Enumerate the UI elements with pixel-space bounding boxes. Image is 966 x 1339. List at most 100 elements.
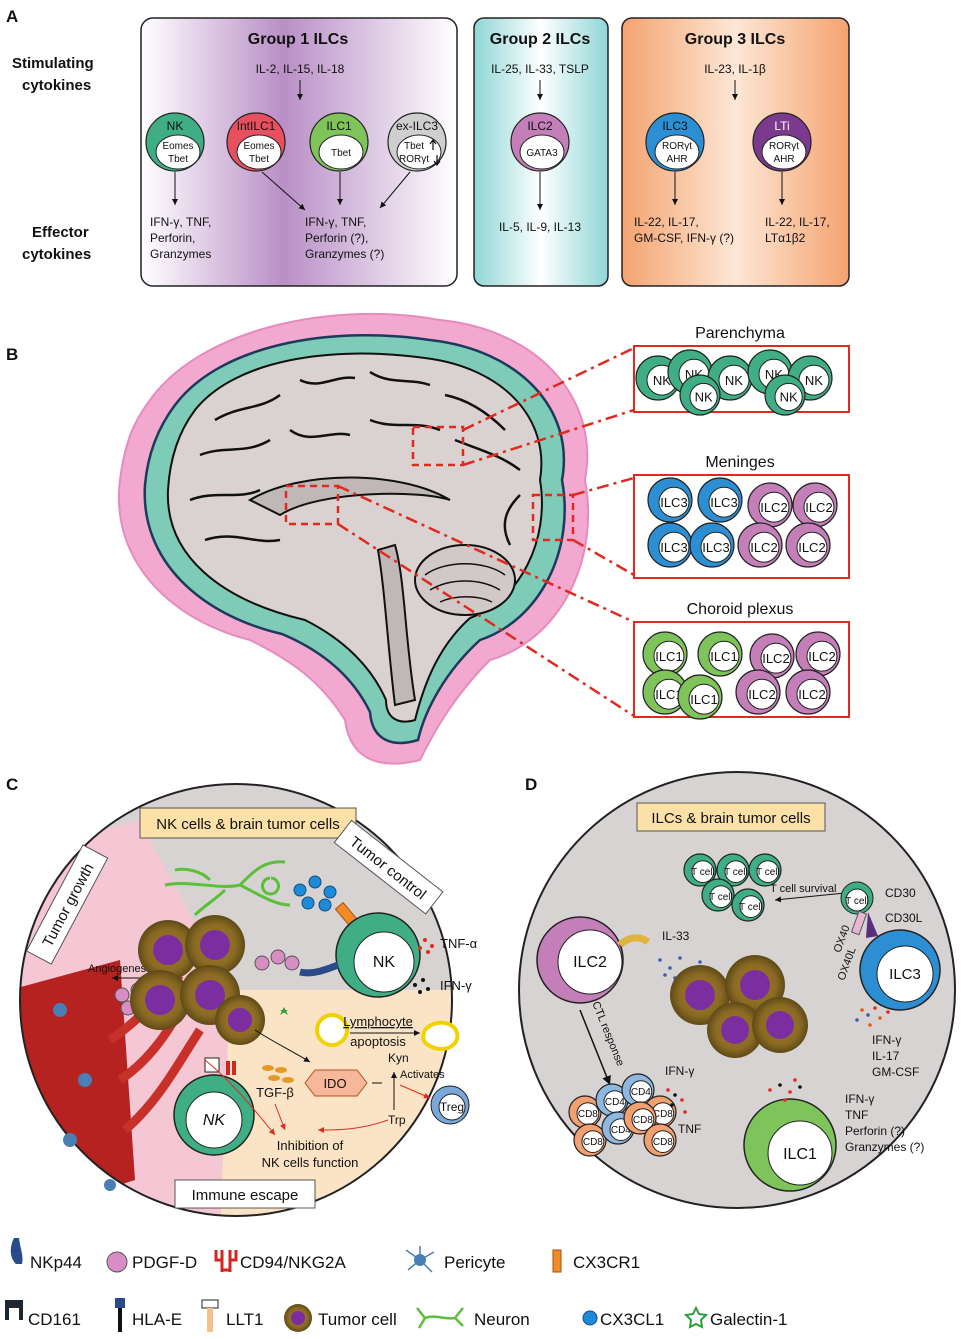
hlae-icon xyxy=(115,1298,125,1332)
meninges-ilc3-cell-label: ILC3 xyxy=(710,495,737,510)
stimulating-label-2: cytokines xyxy=(22,77,91,94)
ilc3-tf2: AHR xyxy=(666,154,687,165)
tcell: T cell xyxy=(748,853,782,887)
cd94-icon xyxy=(214,1250,238,1272)
legend-hlae: HLA-E xyxy=(132,1310,182,1329)
meninges-ilc3-cell: ILC3 xyxy=(647,522,693,568)
panel-a-label: A xyxy=(6,7,18,26)
panel-a: A Stimulating cytokines Effector cytokin… xyxy=(6,7,850,287)
cd-cell: CD8 xyxy=(568,1095,602,1129)
tcell-label: T cell xyxy=(709,892,733,903)
pericyte-icon xyxy=(405,1246,435,1273)
parenchyma-nk-cell-label: NK xyxy=(805,373,823,388)
meninges-ilc2-cell: ILC2 xyxy=(737,522,783,568)
choroid-ilc1-cell-label: ILC1 xyxy=(655,687,682,702)
cd-cell: CD4 xyxy=(595,1083,629,1117)
meninges-ilc3-cell-label: ILC3 xyxy=(702,540,729,555)
immune-escape-box xyxy=(174,1179,316,1209)
ilc3-out-3: GM-CSF xyxy=(872,1065,919,1079)
apoptosis-label: apoptosis xyxy=(350,1034,406,1049)
cd-cell-label: CD4 xyxy=(631,1087,651,1098)
legend-tumor: Tumor cell xyxy=(318,1310,397,1329)
choroid-ilc2-cell: ILC2 xyxy=(795,631,841,677)
pericyte-icons xyxy=(53,1003,116,1191)
ilc3-cell-name: ILC3 xyxy=(662,119,688,133)
parenchyma-nk-cell: NK xyxy=(764,374,806,416)
meninges-ilc2-cell: ILC2 xyxy=(747,482,793,528)
intilc1-cell-tf2: Tbet xyxy=(249,154,269,165)
legend-cx3cl1: CX3CL1 xyxy=(600,1310,664,1329)
group2-eff: IL-5, IL-9, IL-13 xyxy=(499,220,581,234)
ilc3-cell-d-label: ILC3 xyxy=(889,966,921,983)
tcell: T cell xyxy=(716,853,750,887)
parenchyma-nk-cell-label: NK xyxy=(780,390,798,405)
activates-label: Activates xyxy=(400,1069,445,1081)
tcell-label: T cell xyxy=(756,867,780,878)
cd-cell: CD8 xyxy=(573,1123,607,1157)
inhibition-label-1: Inhibition of xyxy=(277,1138,344,1153)
choroid-ilc1-cell: ILC1 xyxy=(677,674,723,720)
il33-label: IL-33 xyxy=(662,929,690,943)
panel-c-title-box xyxy=(139,807,357,839)
group1-eff-left-2: Perforin, xyxy=(150,231,195,245)
effector-label-2: cytokines xyxy=(22,246,91,263)
ifng-dots xyxy=(413,978,430,994)
meninges-ilc3-cell: ILC3 xyxy=(647,477,693,523)
cx3cl1-icon xyxy=(582,1310,598,1326)
legend-galectin: Galectin-1 xyxy=(710,1310,787,1329)
cd-cell-label: CD4 xyxy=(611,1125,631,1136)
ilc3-cytokine-dots xyxy=(855,1006,890,1027)
cd-cell-label: CD8 xyxy=(583,1137,603,1148)
cd-cell-label: CD8 xyxy=(653,1137,673,1148)
ido-box xyxy=(304,1069,368,1097)
cd-cell-label: CD4 xyxy=(605,1097,625,1108)
panel-b-label: B xyxy=(6,345,18,364)
ilc1-cell-tf1: Tbet xyxy=(331,148,351,159)
group1-eff-right-3: Granzymes (?) xyxy=(305,247,384,261)
parenchyma-nk-cell-label: NK xyxy=(653,373,671,388)
parenchyma-nk-cell: NK xyxy=(679,374,721,416)
cd-ifng-label: IFN-γ xyxy=(665,1064,694,1078)
parenchyma-title: Parenchyma xyxy=(695,325,785,342)
cd30-receptor xyxy=(866,912,878,938)
ilc2-cell-d-label: ILC2 xyxy=(573,954,607,971)
nkp44-receptor xyxy=(299,961,340,977)
intilc1-cell-name: IntILC1 xyxy=(237,119,276,133)
group2-stim: IL-25, IL-33, TSLP xyxy=(491,62,589,76)
angiogenesis-label: Angiogenesis xyxy=(88,963,155,975)
ido-label: IDO xyxy=(323,1076,346,1091)
lymphocyte-label: Lymphocyte xyxy=(343,1014,413,1029)
ilc1-out-4: Granzymes (?) xyxy=(845,1140,924,1154)
il33-receptor xyxy=(617,934,651,948)
ilc3-tf1: RORγt xyxy=(662,141,692,152)
choroid-ilc2-cell-label: ILC2 xyxy=(798,687,825,702)
llt1-icon xyxy=(201,1299,219,1332)
legend-cx3cr1: CX3CR1 xyxy=(573,1253,640,1272)
cd161-icon xyxy=(5,1300,23,1320)
cd-cell: CD8 xyxy=(623,1101,657,1135)
cd30-label: CD30 xyxy=(885,886,916,900)
panel-d-title: ILCs & brain tumor cells xyxy=(651,810,810,827)
apoptotic-cell xyxy=(421,1020,460,1052)
group1-stim: IL-2, IL-15, IL-18 xyxy=(256,62,345,76)
choroid-ilc2-cell-label: ILC2 xyxy=(748,687,775,702)
meninges-ilc2-cell-label: ILC2 xyxy=(750,540,777,555)
group1-title: Group 1 ILCs xyxy=(248,31,349,48)
immune-escape-label: Immune escape xyxy=(192,1187,299,1204)
tcell: T cell xyxy=(731,888,765,922)
ilc1-cell-name: ILC1 xyxy=(326,119,352,133)
tcell: T cell xyxy=(683,853,717,887)
cd-tnf-label: TNF xyxy=(678,1122,701,1136)
neuron-icon xyxy=(164,860,291,917)
parenchyma-nk-cell-label: NK xyxy=(695,390,713,405)
meninges-ilc2-cell-label: ILC2 xyxy=(760,500,787,515)
nk-cell-bottom-label: NK xyxy=(203,1112,227,1129)
meninges-ilc3-cell: ILC3 xyxy=(697,477,743,523)
meninges-ilc2-cell-label: ILC2 xyxy=(805,500,832,515)
nk-cell-tf1: Eomes xyxy=(162,141,193,152)
tumor-cluster-c xyxy=(130,915,265,1045)
